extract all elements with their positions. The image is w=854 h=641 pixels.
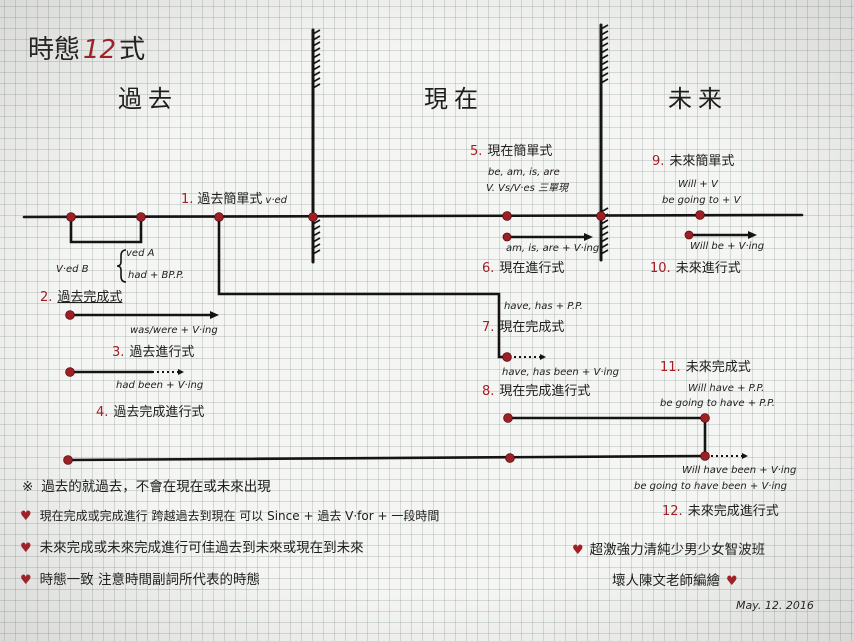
era-future: 未来 [668,85,728,113]
credit-line-1: ♥超激強力清純少男少女智波班 [572,542,766,558]
past-perfect-bracket [69,215,143,244]
tense-8: 8.現在完成進行式 [482,384,591,399]
formula-am-is-are: am, is, are + V·ing [506,243,600,254]
formula-will-be: Will be + V·ing [690,241,765,252]
formula-had-bpp: had + BP.P. [128,270,185,281]
note-4: ♥時態一致 注意時間副詞所代表的時態 [20,572,260,588]
tense-10: 10.未來進行式 [650,261,741,276]
tense-2: 2.過去完成式 [40,290,123,305]
arrowhead [210,311,219,319]
formula-ved-a: ved A [126,248,155,259]
credit-line-2: 壞人陳文老師編繪♥ [612,573,738,589]
tense-6: 6.現在進行式 [482,261,565,276]
formula-had-been: had been + V·ing [116,380,204,391]
formula-ved-b: V·ed B [56,264,89,275]
arrowhead [748,231,757,239]
credit-date: May. 12. 2016 [736,599,814,612]
tense-4: 4.過去完成進行式 [96,405,205,420]
formula-was-were: was/were + V·ing [130,325,218,336]
tense-11: 11.未來完成式 [660,360,751,375]
future-perfect-progressive-line [66,454,708,462]
formula-going-have: be going to have + P.P. [660,398,775,409]
formula-will-have-been: Will have been + V·ing [682,465,797,476]
brace-symbol [116,249,127,283]
present-perfect-path [217,215,509,359]
tense-7: 7.現在完成式 [482,320,565,335]
note-3: ♥未來完成或未來完成進行可佳過去到未來或現在到未來 [20,540,364,556]
formula-have-has-been: have, has been + V·ing [502,367,619,378]
tense-9: 9.未來簡單式 [652,154,735,169]
era-past: 過去 [118,85,178,113]
formula-will-v: Will + V [678,179,718,190]
formula-will-have: Will have + P.P. [688,383,765,394]
note-1: ※過去的就過去，不會在現在或未來出現 [22,479,271,495]
formula-going-to-v: be going to + V [662,195,741,206]
main-timeline [22,213,804,219]
formula-have-has-pp: have, has + P.P. [504,301,583,312]
note-2: ♥現在完成或完成進行 跨越過去到現在 可以 Since + 過去 V·for +… [20,509,440,524]
arrowhead [584,233,593,241]
tense-5: 5.現在簡單式 [470,144,553,159]
formula-vs-ves: V. Vs/V·es 三單現 [486,183,569,194]
tense-3: 3.過去進行式 [112,345,195,360]
era-present: 現在 [424,85,484,113]
formula-be-am: be, am, is, are [488,167,560,178]
formula-going-have-been: be going to have been + V·ing [634,481,787,492]
tense-12: 12.未來完成進行式 [662,504,779,519]
